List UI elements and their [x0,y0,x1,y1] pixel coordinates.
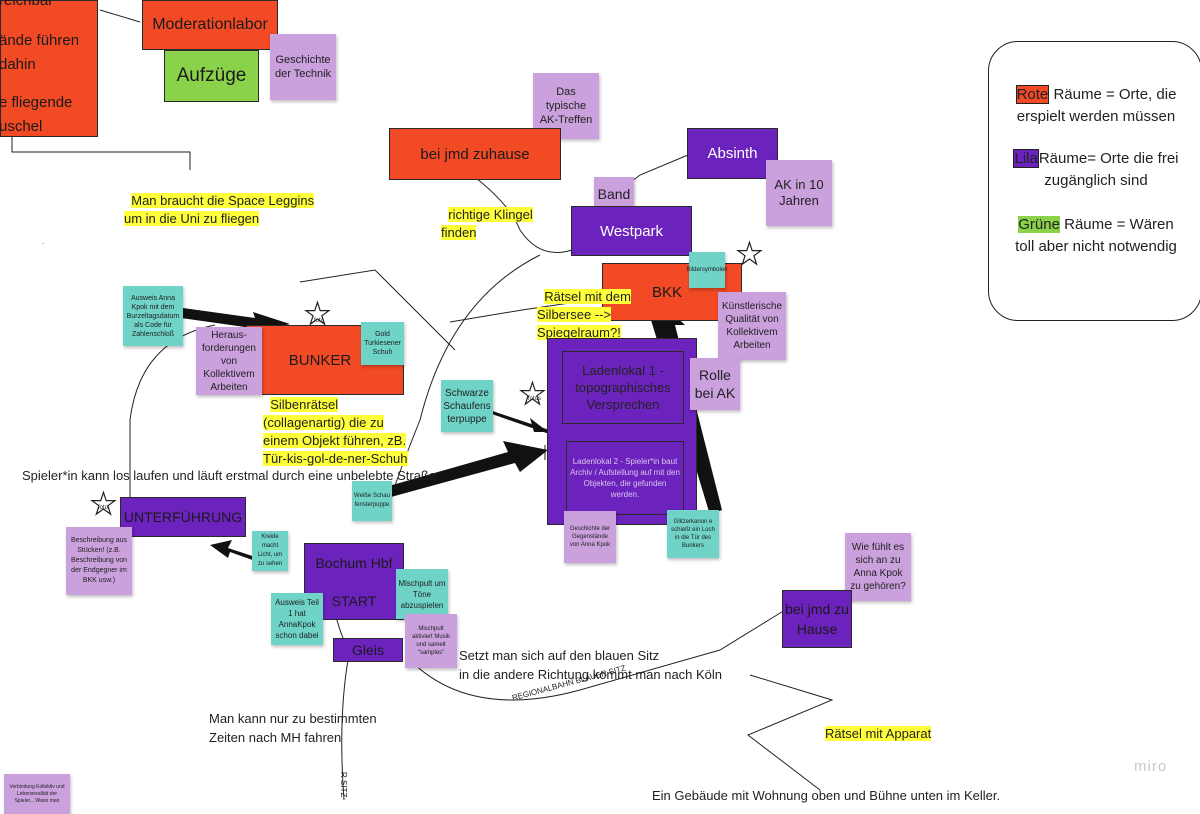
legend-lila: LilaRäume= Orte die frei zugänglich sind [1013,149,1179,189]
legend-gruene-label: Grüne [1018,216,1060,233]
bkk-label: BKK [651,283,682,301]
gebaeude-text: Ein Gebäude mit Wohnung oben und Bühne u… [652,788,1001,803]
unterfuehrung-label: UNTERFÜHRUNG [123,509,243,525]
topleft-line: reichbar [0,0,54,9]
schwarze-puppe-note[interactable]: Schwarze Schaufens terpuppe [441,380,493,432]
westpark-label: Westpark [599,222,664,240]
legend-rote-label: Rote [1015,85,1050,104]
spieler-laeuft-text: Spieler*in kann los laufen und läuft ers… [22,468,437,483]
star-icon: ★ [735,238,763,271]
aufzuege-box[interactable]: Aufzüge [164,50,259,102]
ladenlokal1-box[interactable]: Ladenlokal 1 - topographisches Versprech… [562,351,684,424]
unterfuehrung-box[interactable]: UNTERFÜHRUNG [120,497,246,537]
rolle-ak-note[interactable]: Rolle bei AK [690,358,740,410]
mischpult-note[interactable]: Mischpult um Töne abzuspielen [396,569,448,619]
ausweis-anna-note[interactable]: Ausweis Anna Kpok mit dem Burzeltagsdatu… [123,286,183,346]
topleft-line: dahin [0,56,36,73]
foto-label: foto [98,505,109,511]
gleis-box[interactable]: Gleis [333,638,403,662]
mischpult-aktiviert-note[interactable]: Mischpult aktiviert Musik und samelt "sa… [405,614,457,668]
apparat-note[interactable]: Rätsel mit Apparat [825,726,932,741]
ak-10-jahren-note[interactable]: AK in 10 Jahren [766,160,832,226]
kuenstlerische-note[interactable]: Künstlerische Qualität von Kollektivem A… [718,292,786,360]
star-icon: ★ [518,378,546,411]
miro-logo: miro [1134,758,1168,775]
bei-jmd-zuhause-box[interactable]: bei jmd zuhause [389,128,561,180]
moderationlabor-box[interactable]: Moderationlabor [142,0,278,50]
bunker-label: BUNKER [288,351,352,369]
legend-rote: Rote Räume = Orte, die erspielt werden m… [1015,85,1177,125]
geschichte-technik-note[interactable]: Geschichte der Technik [270,34,336,100]
start-label: START [331,592,377,609]
moderationlabor-label: Moderationlabor [152,16,268,33]
gold-schuh-note[interactable]: Gold Turkiesener Schuh [361,322,404,365]
herausforderungen-note[interactable]: Heraus-forderungen von Kollektivem Arbei… [196,327,262,395]
topleft-line: e fliegende [0,94,73,111]
legend-lila-label: Lila [1013,149,1039,168]
star-icon: ★ [89,488,117,521]
absinth-box[interactable]: Absinth [687,128,778,179]
bei-jmd-zuhause-label: bei jmd zuhause [420,145,530,163]
wie-fuehlt-note[interactable]: Wie fühlt es sich an zu Anna Kpok zu geh… [845,533,911,601]
kreide-note[interactable]: Kreide macht Licht, um zu sehen [252,531,288,571]
r-sitz-label: R SITZ [339,772,348,798]
ausweis-teil-note[interactable]: Ausweis Teil 1 hat AnnaKpok schon dabei [271,593,323,645]
geschichte-gegenstaende-note[interactable]: Geschichte der Gegenstände von Anna Kpok [564,511,616,563]
topleft-line: uschel [0,118,43,135]
ladenlokal2-box[interactable]: Ladenlokal 2 - Spieler*in baut Archiv / … [566,441,684,515]
fotos-label: fotos [528,396,542,402]
svg-text:.: . [42,237,44,246]
bei-jmd-zu-hause-label: bei jmd zu Hause [785,601,849,637]
beschreibung-note[interactable]: Beschreibung aus Stücken! (z.B. Beschrei… [66,527,132,595]
verbindung-note[interactable]: Verbindung Kollektiv und Lebensrealität … [4,774,70,814]
absinth-label: Absinth [707,145,758,162]
ladenlokal-box[interactable]: Ladenlokal 1 - topographisches Versprech… [547,338,697,525]
gleis-label: Gleis [352,642,384,658]
aufzuege-label: Aufzüge [176,65,247,86]
star-icon: ★ [303,298,331,331]
bei-jmd-zu-hause-box[interactable]: bei jmd zu Hause [782,590,852,648]
bochum-hbf-label: Bochum Hbf [315,554,393,571]
weisse-puppe-note[interactable]: Weiße Schau fensterpuppe [352,481,392,521]
topleft-line: ände führen [0,32,80,49]
legend-gruene: Grüne Räume = Wären toll aber nicht notw… [1015,216,1177,255]
westpark-box[interactable]: Westpark [571,206,692,256]
band-note[interactable]: Band [594,177,634,211]
topleft-red-box: reichbar ände führen dahin e fliegende u… [0,0,98,137]
foto-label: foto [314,318,325,324]
legend-panel: Rote Räume = Orte, die erspielt werden m… [988,41,1200,321]
glitzer-note[interactable]: Glitzerkanon e schießt ein Loch in die T… [667,510,719,558]
bildersymbole-note[interactable]: Bildersymbolen [686,252,728,288]
